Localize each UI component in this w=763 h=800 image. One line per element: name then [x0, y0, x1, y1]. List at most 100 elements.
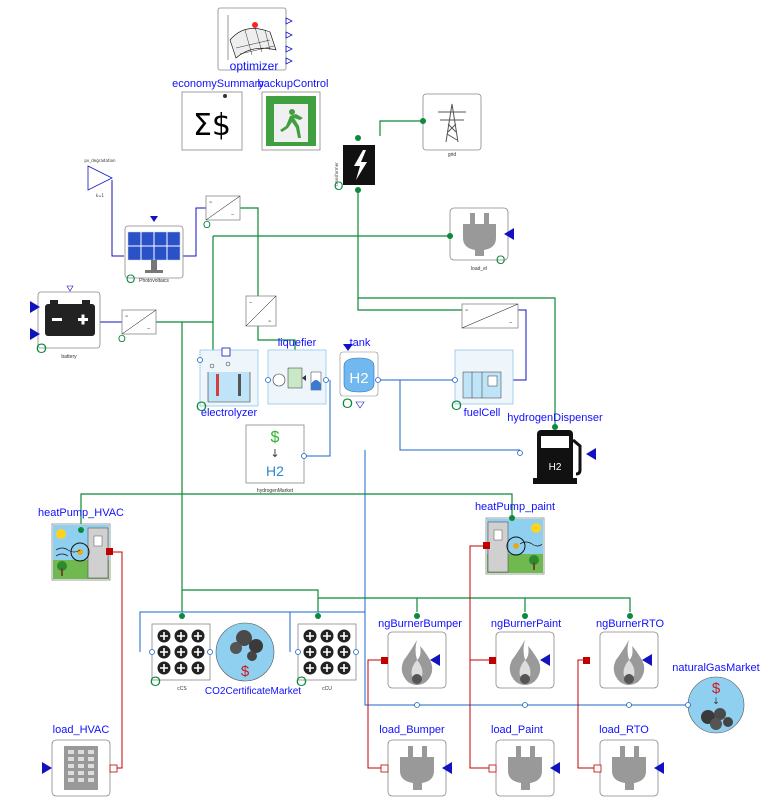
- cross-mark: [306, 648, 314, 656]
- electrolysis-cell-icon: [207, 361, 251, 403]
- photovoltaics-label: Photovoltaics: [139, 278, 169, 284]
- fuelcell-stack-icon: [462, 371, 502, 399]
- heatpump-landscape-icon: [53, 525, 109, 579]
- svg-text:~: ~: [231, 212, 234, 217]
- line-bumper-heat: [367, 659, 386, 769]
- cross-mark: [323, 664, 331, 672]
- tank-label: tank: [350, 337, 371, 349]
- liquefier-block[interactable]: liquefier: [265, 337, 329, 405]
- optimizer-label: optimizer: [230, 59, 279, 73]
- plug-icon: [463, 213, 496, 256]
- optimizer-block[interactable]: optimizer: [217, 7, 293, 73]
- load-el-zero-icon: O: [496, 253, 505, 267]
- svg-text:~: ~: [249, 300, 252, 305]
- building-window: [88, 778, 94, 782]
- cross-grid-icon: [157, 629, 205, 675]
- building-window: [68, 757, 74, 761]
- ng-burner-paint-block[interactable]: ngBurnerPaint: [489, 613, 561, 708]
- backup-control-block[interactable]: backupControl: [258, 78, 329, 151]
- transformer-block[interactable]: transformer O: [334, 135, 375, 193]
- ng-burner-rto-block[interactable]: ngBurnerRTO: [583, 613, 664, 708]
- svg-text:=: =: [465, 307, 468, 312]
- electrolyzer-block[interactable]: electrolyzer O: [196, 347, 259, 419]
- exit-runner-icon: [280, 109, 303, 138]
- line-paint-heat: [469, 545, 498, 661]
- ccu-label: cCU: [322, 686, 332, 692]
- tank-zero-icon: O: [342, 395, 353, 411]
- load-paint-label: load_Paint: [491, 724, 543, 736]
- heatpump-paint-landscape-icon: [487, 519, 543, 573]
- ng-burner-bumper-block[interactable]: ngBurnerBumper: [378, 613, 462, 708]
- cross-mark: [177, 664, 185, 672]
- compressor-icon: [272, 367, 322, 391]
- building-window: [88, 764, 94, 768]
- photovoltaics-block[interactable]: Photovoltaics O: [124, 216, 184, 286]
- svg-text:~: ~: [509, 320, 512, 325]
- surface-plot-icon: [227, 15, 277, 60]
- grid-label: grid: [448, 152, 457, 158]
- fuelcell-block[interactable]: fuelCell O: [451, 349, 514, 419]
- flame-icon: [509, 640, 541, 685]
- load-bumper-block[interactable]: load_Bumper: [379, 724, 452, 797]
- heatpump-paint-label: heatPump_paint: [475, 501, 555, 513]
- battery-conv-zero-icon: O: [118, 334, 126, 345]
- load-hvac-block[interactable]: load_HVAC: [42, 724, 118, 797]
- ccs-label: cCS: [177, 686, 187, 692]
- co2-market-block[interactable]: $ CO2CertificateMarket: [205, 622, 301, 697]
- line-rto-heat: [577, 659, 598, 769]
- line-heatpump-connector: [80, 493, 513, 530]
- building-window: [78, 778, 84, 782]
- market-dollar-icon: $: [271, 429, 280, 446]
- hydrogen-dispenser-block[interactable]: H2 hydrogenDispenser: [507, 412, 603, 484]
- electrolyzer-converter-block[interactable]: ~ =: [245, 295, 277, 327]
- building-window: [68, 771, 74, 775]
- hydrogen-dispenser-label: hydrogenDispenser: [507, 412, 603, 424]
- electrolyzer-label: electrolyzer: [201, 407, 258, 419]
- load-el-label: load_el: [471, 266, 487, 272]
- fuelcell-converter-block[interactable]: = ~: [461, 303, 519, 329]
- flame-icon: [613, 640, 645, 685]
- cross-mark: [194, 664, 202, 672]
- heatpump-paint-block[interactable]: heatPump_paint: [475, 501, 555, 575]
- load-el-block[interactable]: load_el O: [447, 207, 514, 272]
- tank-h2-text: H2: [349, 370, 368, 387]
- market-h2-text: H2: [266, 463, 284, 479]
- ng-burner-paint-label: ngBurnerPaint: [491, 618, 561, 630]
- fuel-pump-icon: [533, 430, 582, 484]
- co2-dollar-icon: $: [241, 663, 250, 680]
- building-icon: [64, 746, 98, 790]
- gas-molecule-icon: [701, 708, 733, 730]
- ccs-zero-icon: O: [150, 673, 161, 689]
- pv-converter-block[interactable]: = ~ O: [203, 195, 241, 231]
- building-window: [88, 750, 94, 754]
- tank-block[interactable]: H2 tank O: [339, 337, 381, 411]
- line-pvconv-bus: [240, 207, 259, 300]
- pv-degradation-block[interactable]: pv_degradation k=1: [84, 158, 116, 198]
- natural-gas-market-block[interactable]: $ ↓ naturalGasMarket: [672, 662, 760, 734]
- cross-mark: [177, 632, 185, 640]
- signal-connections: [100, 180, 527, 381]
- battery-converter-block[interactable]: = ~ O: [118, 309, 157, 345]
- building-window: [78, 750, 84, 754]
- svg-text:=: =: [125, 313, 128, 318]
- lightning-icon: [354, 150, 367, 180]
- cross-mark: [306, 664, 314, 672]
- load-paint-block[interactable]: load_Paint: [488, 724, 560, 797]
- economy-summary-block[interactable]: Σ$ economySummary: [172, 78, 264, 151]
- grid-block[interactable]: grid: [420, 93, 482, 158]
- plug-icon: [612, 746, 646, 790]
- power-tower-icon: [438, 103, 466, 143]
- load-rto-block[interactable]: load_RTO: [593, 724, 664, 797]
- heatpump-hvac-block[interactable]: heatPump_HVAC: [38, 507, 124, 581]
- ccs-block[interactable]: cCS O: [149, 613, 213, 692]
- hydrogen-market-block[interactable]: $ ↓ H2 hydrogenMarket: [245, 424, 307, 494]
- ccu-block[interactable]: cCU O: [295, 613, 359, 692]
- battery-block[interactable]: battery O: [30, 285, 101, 360]
- transformer-label: transformer: [334, 162, 339, 186]
- plug-icon: [508, 746, 542, 790]
- svg-text:~: ~: [147, 326, 150, 331]
- backup-control-label: backupControl: [258, 78, 329, 90]
- co2-market-label: CO2CertificateMarket: [205, 686, 301, 697]
- load-rto-label: load_RTO: [599, 724, 649, 736]
- pv-conv-zero-icon: O: [203, 220, 211, 231]
